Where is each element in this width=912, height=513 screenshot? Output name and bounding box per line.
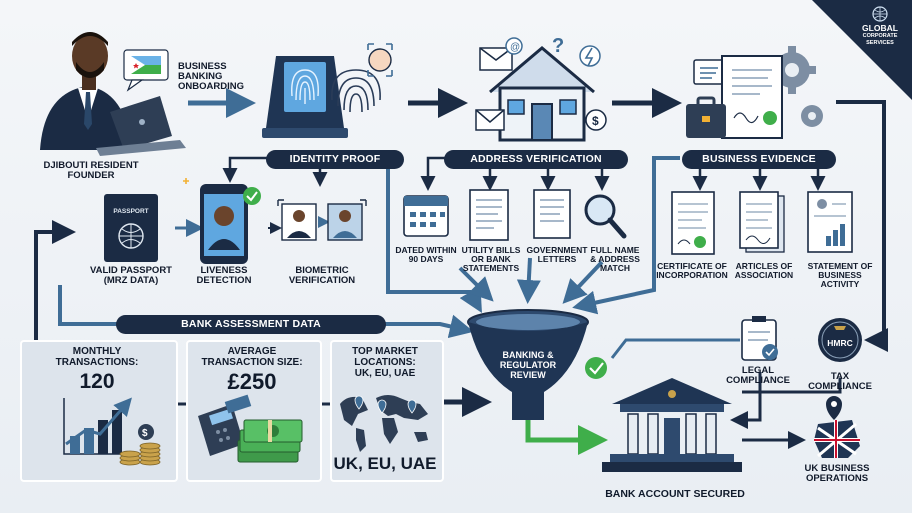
monthly-transactions-value: 120 bbox=[79, 370, 115, 393]
legal-compliance-label: LEGAL COMPLIANCE bbox=[716, 366, 800, 386]
liveness-label-line-2: DETECTION bbox=[196, 275, 252, 286]
markets-caption-line-3: UK, EU, UAE bbox=[354, 368, 416, 379]
evidence-item-incorporation: CERTIFICATE OF INCORPORATION bbox=[650, 262, 734, 280]
average-caption-line-1: AVERAGE bbox=[227, 346, 277, 357]
bank-account-secured: BANK ACCOUNT SECURED bbox=[605, 488, 745, 500]
incorporation-line-2: INCORPORATION bbox=[656, 270, 728, 280]
biometric-label-line-2: VERIFICATION bbox=[288, 275, 356, 286]
uk-line-1: UK BUSINESS bbox=[804, 463, 870, 474]
incorporation-line-1: CERTIFICATE OF bbox=[657, 261, 727, 271]
average-caption-line-2: TRANSACTION SIZE: bbox=[201, 357, 303, 368]
monthly-caption-line-2: TRANSACTIONS: bbox=[55, 357, 139, 368]
badge-line-2: CORPORATE bbox=[862, 33, 898, 39]
passport-label-line-1: VALID PASSPORT bbox=[90, 265, 172, 276]
name-match-line-3: MATCH bbox=[599, 263, 631, 273]
onboarding-line-2: BANKING bbox=[178, 71, 223, 82]
liveness-label-line-1: LIVENESS bbox=[200, 265, 248, 276]
founder-label-line-1: DJIBOUTI RESIDENT bbox=[43, 160, 139, 171]
markets-caption-line-1: TOP MARKET bbox=[352, 346, 418, 357]
badge-line-3: SERVICES bbox=[866, 40, 894, 46]
average-transaction-value: £250 bbox=[227, 369, 277, 394]
section-identity-proof: IDENTITY PROOF bbox=[266, 150, 404, 169]
activity-line-2: BUSINESS bbox=[818, 270, 862, 280]
arrow-evidence-to-tax bbox=[836, 100, 888, 352]
monthly-transactions-caption: MONTHLY TRANSACTIONS: bbox=[26, 346, 168, 368]
passport-cover-text: PASSPORT bbox=[113, 208, 149, 215]
uk-line-2: OPERATIONS bbox=[805, 473, 869, 484]
legal-line-2: COMPLIANCE bbox=[726, 375, 790, 386]
uk-operations-label: UK BUSINESS OPERATIONS bbox=[794, 464, 880, 484]
tax-line-2: COMPLIANCE bbox=[808, 381, 872, 392]
evidence-item-activity: STATEMENT OF BUSINESS ACTIVITY bbox=[800, 262, 880, 289]
passport-label: VALID PASSPORT (MRZ DATA) bbox=[74, 266, 188, 286]
liveness-label: LIVENESS DETECTION bbox=[186, 266, 262, 286]
funnel-line-2: REGULATOR bbox=[499, 360, 557, 370]
biometric-label-line-1: BIOMETRIC bbox=[295, 265, 349, 276]
section-bank-assessment: BANK ASSESSMENT DATA bbox=[116, 315, 386, 334]
address-item-name-match: FULL NAME & ADDRESS MATCH bbox=[584, 246, 646, 273]
activity-line-1: STATEMENT OF bbox=[807, 261, 873, 271]
tax-line-1: TAX bbox=[830, 371, 850, 382]
dated-line-1: DATED WITHIN bbox=[395, 245, 457, 255]
government-line-2: LETTERS bbox=[537, 254, 577, 264]
government-line-1: GOVERNMENT bbox=[526, 245, 588, 255]
section-business-evidence: BUSINESS EVIDENCE bbox=[682, 150, 836, 169]
average-transaction-caption: AVERAGE TRANSACTION SIZE: bbox=[188, 346, 316, 368]
market-locations-caption: TOP MARKET LOCATIONS: UK, EU, UAE bbox=[332, 346, 438, 379]
funnel-line-3: REVIEW bbox=[510, 370, 546, 380]
founder-label-line-2: FOUNDER bbox=[67, 170, 115, 181]
tax-compliance-label: TAX COMPLIANCE bbox=[798, 372, 882, 392]
onboarding-label: BUSINESS BANKING ONBOARDING bbox=[178, 62, 258, 92]
name-match-line-1: FULL NAME bbox=[590, 245, 640, 255]
utility-line-3: STATEMENTS bbox=[462, 263, 520, 273]
svg-text:?: ? bbox=[552, 35, 564, 57]
name-match-line-2: & ADDRESS bbox=[590, 254, 640, 264]
badge-line-1: GLOBAL bbox=[862, 23, 898, 33]
funnel-line-1: BANKING & bbox=[502, 350, 554, 360]
articles-line-1: ARTICLES OF bbox=[735, 261, 793, 271]
market-locations-value: UK, EU, UAE bbox=[333, 454, 437, 473]
activity-line-3: ACTIVITY bbox=[820, 279, 860, 289]
monthly-caption-line-1: MONTHLY bbox=[72, 346, 122, 357]
dated-line-2: 90 DAYS bbox=[408, 254, 444, 264]
corner-badge-text: GLOBAL CORPORATE SERVICES bbox=[852, 23, 908, 47]
svg-text:$: $ bbox=[142, 428, 148, 439]
passport-label-line-2: (MRZ DATA) bbox=[103, 275, 159, 286]
markets-caption-line-2: LOCATIONS: bbox=[354, 357, 416, 368]
hmrc-text: HMRC bbox=[827, 338, 853, 348]
evidence-item-articles: ARTICLES OF ASSOCIATION bbox=[726, 262, 802, 280]
address-item-utility: UTILITY BILLS OR BANK STATEMENTS bbox=[456, 246, 526, 273]
funnel-label: BANKING & REGULATOR REVIEW bbox=[492, 350, 564, 380]
onboarding-line-3: ONBOARDING bbox=[178, 81, 244, 92]
articles-line-2: ASSOCIATION bbox=[734, 270, 794, 280]
address-item-government: GOVERNMENT LETTERS bbox=[524, 246, 590, 264]
biometric-label: BIOMETRIC VERIFICATION bbox=[276, 266, 368, 286]
utility-line-2: OR BANK bbox=[471, 254, 511, 264]
founder-label: DJIBOUTI RESIDENT FOUNDER bbox=[26, 161, 156, 181]
utility-line-1: UTILITY BILLS bbox=[461, 245, 521, 255]
svg-text:$: $ bbox=[592, 114, 599, 128]
svg-text:@: @ bbox=[510, 42, 520, 53]
onboarding-line-1: BUSINESS bbox=[178, 61, 227, 72]
section-address-verification: ADDRESS VERIFICATION bbox=[444, 150, 628, 169]
legal-line-1: LEGAL bbox=[741, 365, 775, 376]
address-item-dated: DATED WITHIN 90 DAYS bbox=[390, 246, 462, 264]
